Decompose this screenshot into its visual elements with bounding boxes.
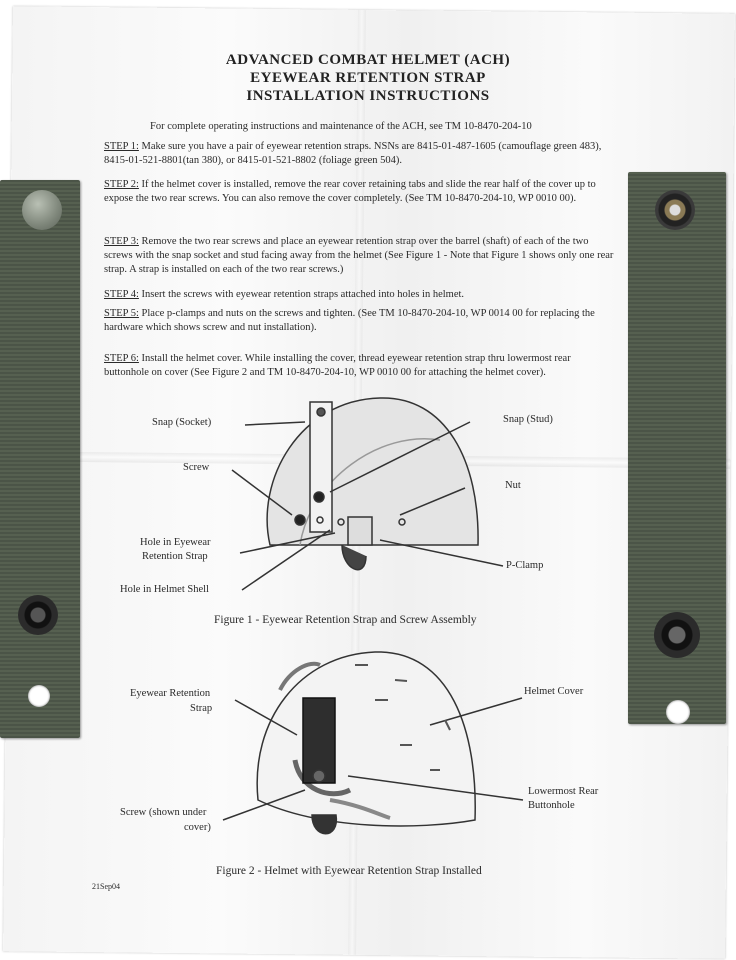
right-retention-strap bbox=[628, 172, 726, 724]
snap-socket-icon bbox=[655, 190, 695, 230]
step-5-label: STEP 5: bbox=[104, 308, 139, 319]
fig1-label-hole-strap-2: Retention Strap bbox=[142, 551, 208, 562]
fig1-label-snap-socket: Snap (Socket) bbox=[152, 417, 212, 428]
figure-2-helmet-drawing bbox=[222, 651, 524, 835]
step-6: STEP 6: Install the helmet cover. While … bbox=[104, 352, 614, 380]
step-5: STEP 5: Place p-clamps and nuts on the s… bbox=[104, 307, 614, 335]
step-3: STEP 3: Remove the two rear screws and p… bbox=[104, 235, 614, 277]
fig1-label-nut: Nut bbox=[505, 480, 521, 491]
step-1-label: STEP 1: bbox=[104, 141, 139, 152]
snap-stud-icon bbox=[654, 612, 700, 658]
fig2-label-strap-2: Strap bbox=[190, 703, 213, 714]
left-retention-strap bbox=[0, 180, 80, 738]
intro-text: For complete operating instructions and … bbox=[150, 121, 532, 132]
fig1-label-snap-stud: Snap (Stud) bbox=[503, 414, 553, 425]
fig1-label-hole-strap-1: Hole in Eyewear bbox=[140, 537, 211, 548]
fig2-label-strap-1: Eyewear Retention bbox=[130, 688, 211, 699]
fig1-label-p-clamp: P-Clamp bbox=[506, 560, 544, 571]
strap-hole-icon bbox=[28, 685, 50, 707]
step-3-label: STEP 3: bbox=[104, 236, 139, 247]
step-2-label: STEP 2: bbox=[104, 179, 139, 190]
strap-hole-icon bbox=[666, 700, 690, 724]
step-4: STEP 4: Insert the screws with eyewear r… bbox=[104, 288, 614, 302]
snap-socket-icon bbox=[22, 190, 62, 230]
step-6-text: Install the helmet cover. While installi… bbox=[104, 353, 571, 378]
fig2-label-buttonhole-1: Lowermost Rear bbox=[528, 786, 599, 797]
step-5-text: Place p-clamps and nuts on the screws an… bbox=[104, 308, 595, 333]
doc-title-line-2: EYEWEAR RETENTION STRAP bbox=[250, 70, 486, 86]
step-2: STEP 2: If the helmet cover is installed… bbox=[104, 178, 614, 206]
step-6-label: STEP 6: bbox=[104, 353, 139, 364]
fig1-label-hole-shell: Hole in Helmet Shell bbox=[120, 584, 209, 595]
fig2-label-screw-1: Screw (shown under bbox=[120, 807, 207, 818]
step-3-text: Remove the two rear screws and place an … bbox=[104, 236, 614, 275]
step-4-text: Insert the screws with eyewear retention… bbox=[138, 289, 465, 300]
figure-1-caption: Figure 1 - Eyewear Retention Strap and S… bbox=[214, 614, 477, 626]
fig2-label-screw-2: cover) bbox=[184, 822, 211, 833]
snap-stud-icon bbox=[18, 595, 58, 635]
doc-title-line-1: ADVANCED COMBAT HELMET (ACH) bbox=[225, 52, 511, 68]
figure-1-helmet-drawing bbox=[231, 397, 504, 591]
step-1: STEP 1: Make sure you have a pair of eye… bbox=[104, 140, 614, 168]
fig1-label-screw: Screw bbox=[183, 462, 210, 473]
fig2-label-cover: Helmet Cover bbox=[524, 686, 584, 697]
date-code: 21Sep04 bbox=[92, 882, 120, 891]
figure-2-caption: Figure 2 - Helmet with Eyewear Retention… bbox=[216, 865, 482, 877]
fig2-label-buttonhole-2: Buttonhole bbox=[528, 800, 575, 811]
doc-title-line-3: INSTALLATION INSTRUCTIONS bbox=[246, 88, 490, 104]
step-4-label: STEP 4: bbox=[104, 289, 139, 300]
step-2-text: If the helmet cover is installed, remove… bbox=[104, 179, 596, 204]
step-1-text: Make sure you have a pair of eyewear ret… bbox=[104, 141, 602, 166]
